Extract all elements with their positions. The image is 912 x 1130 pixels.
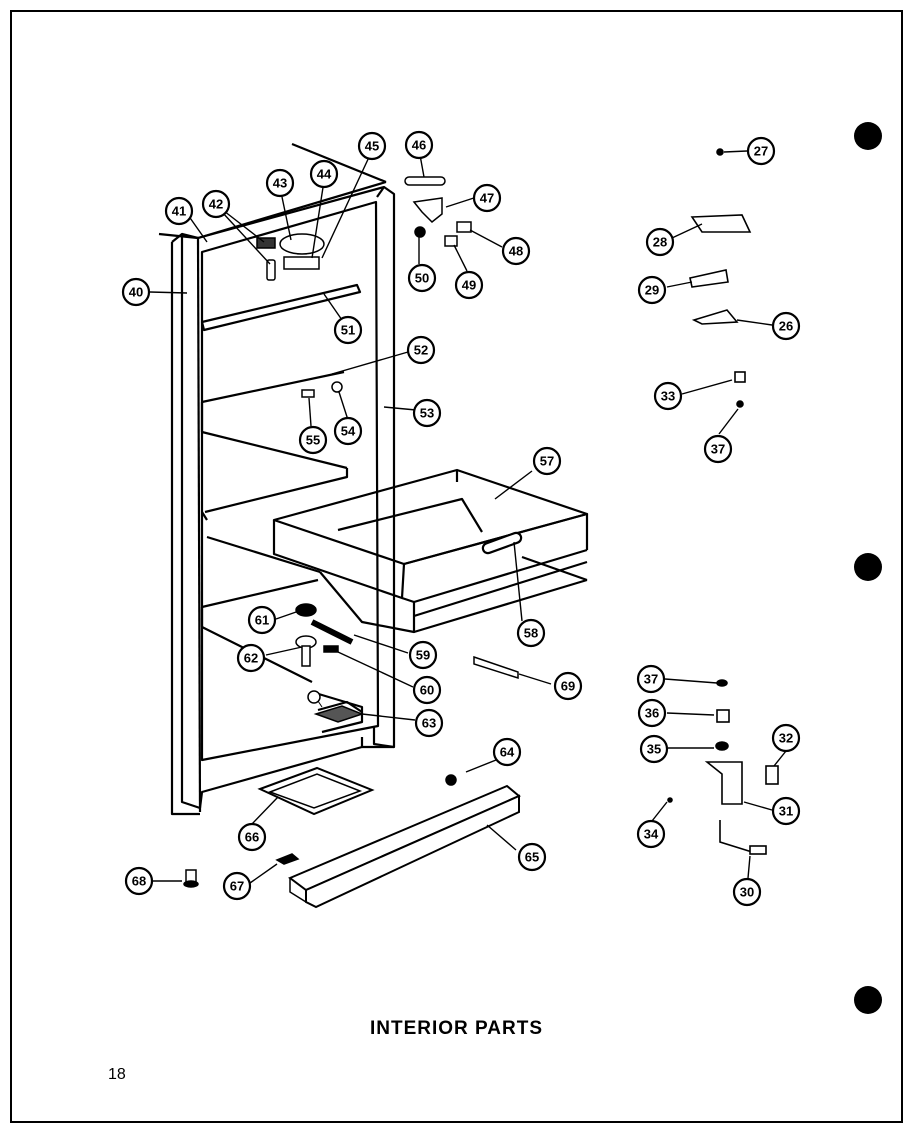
callout-51: 51	[333, 315, 363, 345]
callout-label: 43	[273, 176, 287, 191]
callout-27: 27	[746, 136, 776, 166]
callout-40: 40	[121, 277, 151, 307]
callout-label: 26	[779, 319, 793, 334]
callout-label: 67	[230, 879, 244, 894]
callout-label: 44	[317, 167, 332, 182]
callout-label: 59	[416, 648, 430, 663]
callout-49: 49	[454, 270, 484, 300]
callout-label: 46	[412, 138, 426, 153]
callout-label: 34	[644, 827, 659, 842]
callout-label: 33	[661, 389, 675, 404]
callout-46: 46	[404, 130, 434, 160]
callout-label: 54	[341, 424, 356, 439]
binder-holes	[854, 122, 882, 1014]
callout-label: 64	[500, 745, 515, 760]
callout-45: 45	[357, 131, 387, 161]
callout-50: 50	[407, 263, 437, 293]
callout-label: 68	[132, 874, 146, 889]
callout-label: 66	[245, 830, 259, 845]
callouts: 27 28 29 26 33 37 37 36 35 32 31 34 30 40 41 42 43 44 45 46…	[121, 130, 801, 907]
callout-label: 37	[711, 442, 725, 457]
callout-label: 53	[420, 406, 434, 421]
callout-label: 60	[420, 683, 434, 698]
diagram-title: INTERIOR PARTS	[369, 1018, 544, 1039]
callout-label: 50	[415, 271, 429, 286]
callout-label: 62	[244, 651, 258, 666]
callout-label: 41	[172, 204, 186, 219]
exploded-parts-diagram: 27 28 29 26 33 37 37 36 35 32 31 34 30 40 41 42 43 44 45 46…	[121, 122, 882, 1014]
callout-59: 59	[408, 640, 438, 670]
callout-60: 60	[412, 675, 442, 705]
callout-label: 30	[740, 885, 754, 900]
callout-48: 48	[501, 236, 531, 266]
callout-29: 29	[637, 275, 667, 305]
callout-label: 42	[209, 197, 223, 212]
callout-37a: 37	[703, 434, 733, 464]
callout-label: 31	[779, 804, 793, 819]
callout-label: 55	[306, 433, 320, 448]
callout-26: 26	[771, 311, 801, 341]
callout-label: 52	[414, 343, 428, 358]
callout-67: 67	[222, 871, 252, 901]
callout-63: 63	[414, 708, 444, 738]
hinge-hardware	[667, 148, 779, 855]
callout-label: 45	[365, 139, 379, 154]
callout-label: 37	[644, 672, 658, 687]
callout-66: 66	[237, 822, 267, 852]
callout-label: 57	[540, 454, 554, 469]
callout-label: 58	[524, 626, 538, 641]
callout-label: 65	[525, 850, 539, 865]
callout-68: 68	[124, 866, 154, 896]
callout-53: 53	[412, 398, 442, 428]
callout-57: 57	[532, 446, 562, 476]
callout-65: 65	[517, 842, 547, 872]
callout-61: 61	[247, 605, 277, 635]
callout-69: 69	[553, 671, 583, 701]
callout-label: 47	[480, 191, 494, 206]
crisper-drawer	[272, 468, 589, 634]
callout-33: 33	[653, 381, 683, 411]
callout-34: 34	[636, 819, 666, 849]
callout-label: 40	[129, 285, 143, 300]
callout-label: 61	[255, 613, 269, 628]
callout-label: 36	[645, 706, 659, 721]
callout-label: 32	[779, 731, 793, 746]
callout-28: 28	[645, 227, 675, 257]
callout-37b: 37	[636, 664, 666, 694]
callout-62: 62	[236, 643, 266, 673]
callout-label: 51	[341, 323, 355, 338]
callout-54: 54	[333, 416, 363, 446]
callout-42: 42	[201, 189, 231, 219]
callout-label: 48	[509, 244, 523, 259]
callout-55: 55	[298, 425, 328, 455]
callout-43: 43	[265, 168, 295, 198]
callout-35: 35	[639, 734, 669, 764]
callout-label: 29	[645, 283, 659, 298]
callout-41: 41	[164, 196, 194, 226]
callout-label: 63	[422, 716, 436, 731]
callout-58: 58	[516, 618, 546, 648]
callout-64: 64	[492, 737, 522, 767]
callout-30: 30	[732, 877, 762, 907]
callout-31: 31	[771, 796, 801, 826]
callout-32: 32	[771, 723, 801, 753]
callout-label: 28	[653, 235, 667, 250]
callout-36: 36	[637, 698, 667, 728]
callout-label: 35	[647, 742, 661, 757]
callout-47: 47	[472, 183, 502, 213]
callout-44: 44	[309, 159, 339, 189]
page-number: 18	[108, 1066, 126, 1083]
callout-label: 69	[561, 679, 575, 694]
callout-label: 49	[462, 278, 476, 293]
small-parts	[183, 176, 521, 909]
callout-52: 52	[406, 335, 436, 365]
diagram-frame: 27 28 29 26 33 37 37 36 35 32 31 34 30 40 41 42 43 44 45 46…	[10, 10, 903, 1123]
leader-lines	[149, 150, 787, 884]
callout-label: 27	[754, 144, 768, 159]
